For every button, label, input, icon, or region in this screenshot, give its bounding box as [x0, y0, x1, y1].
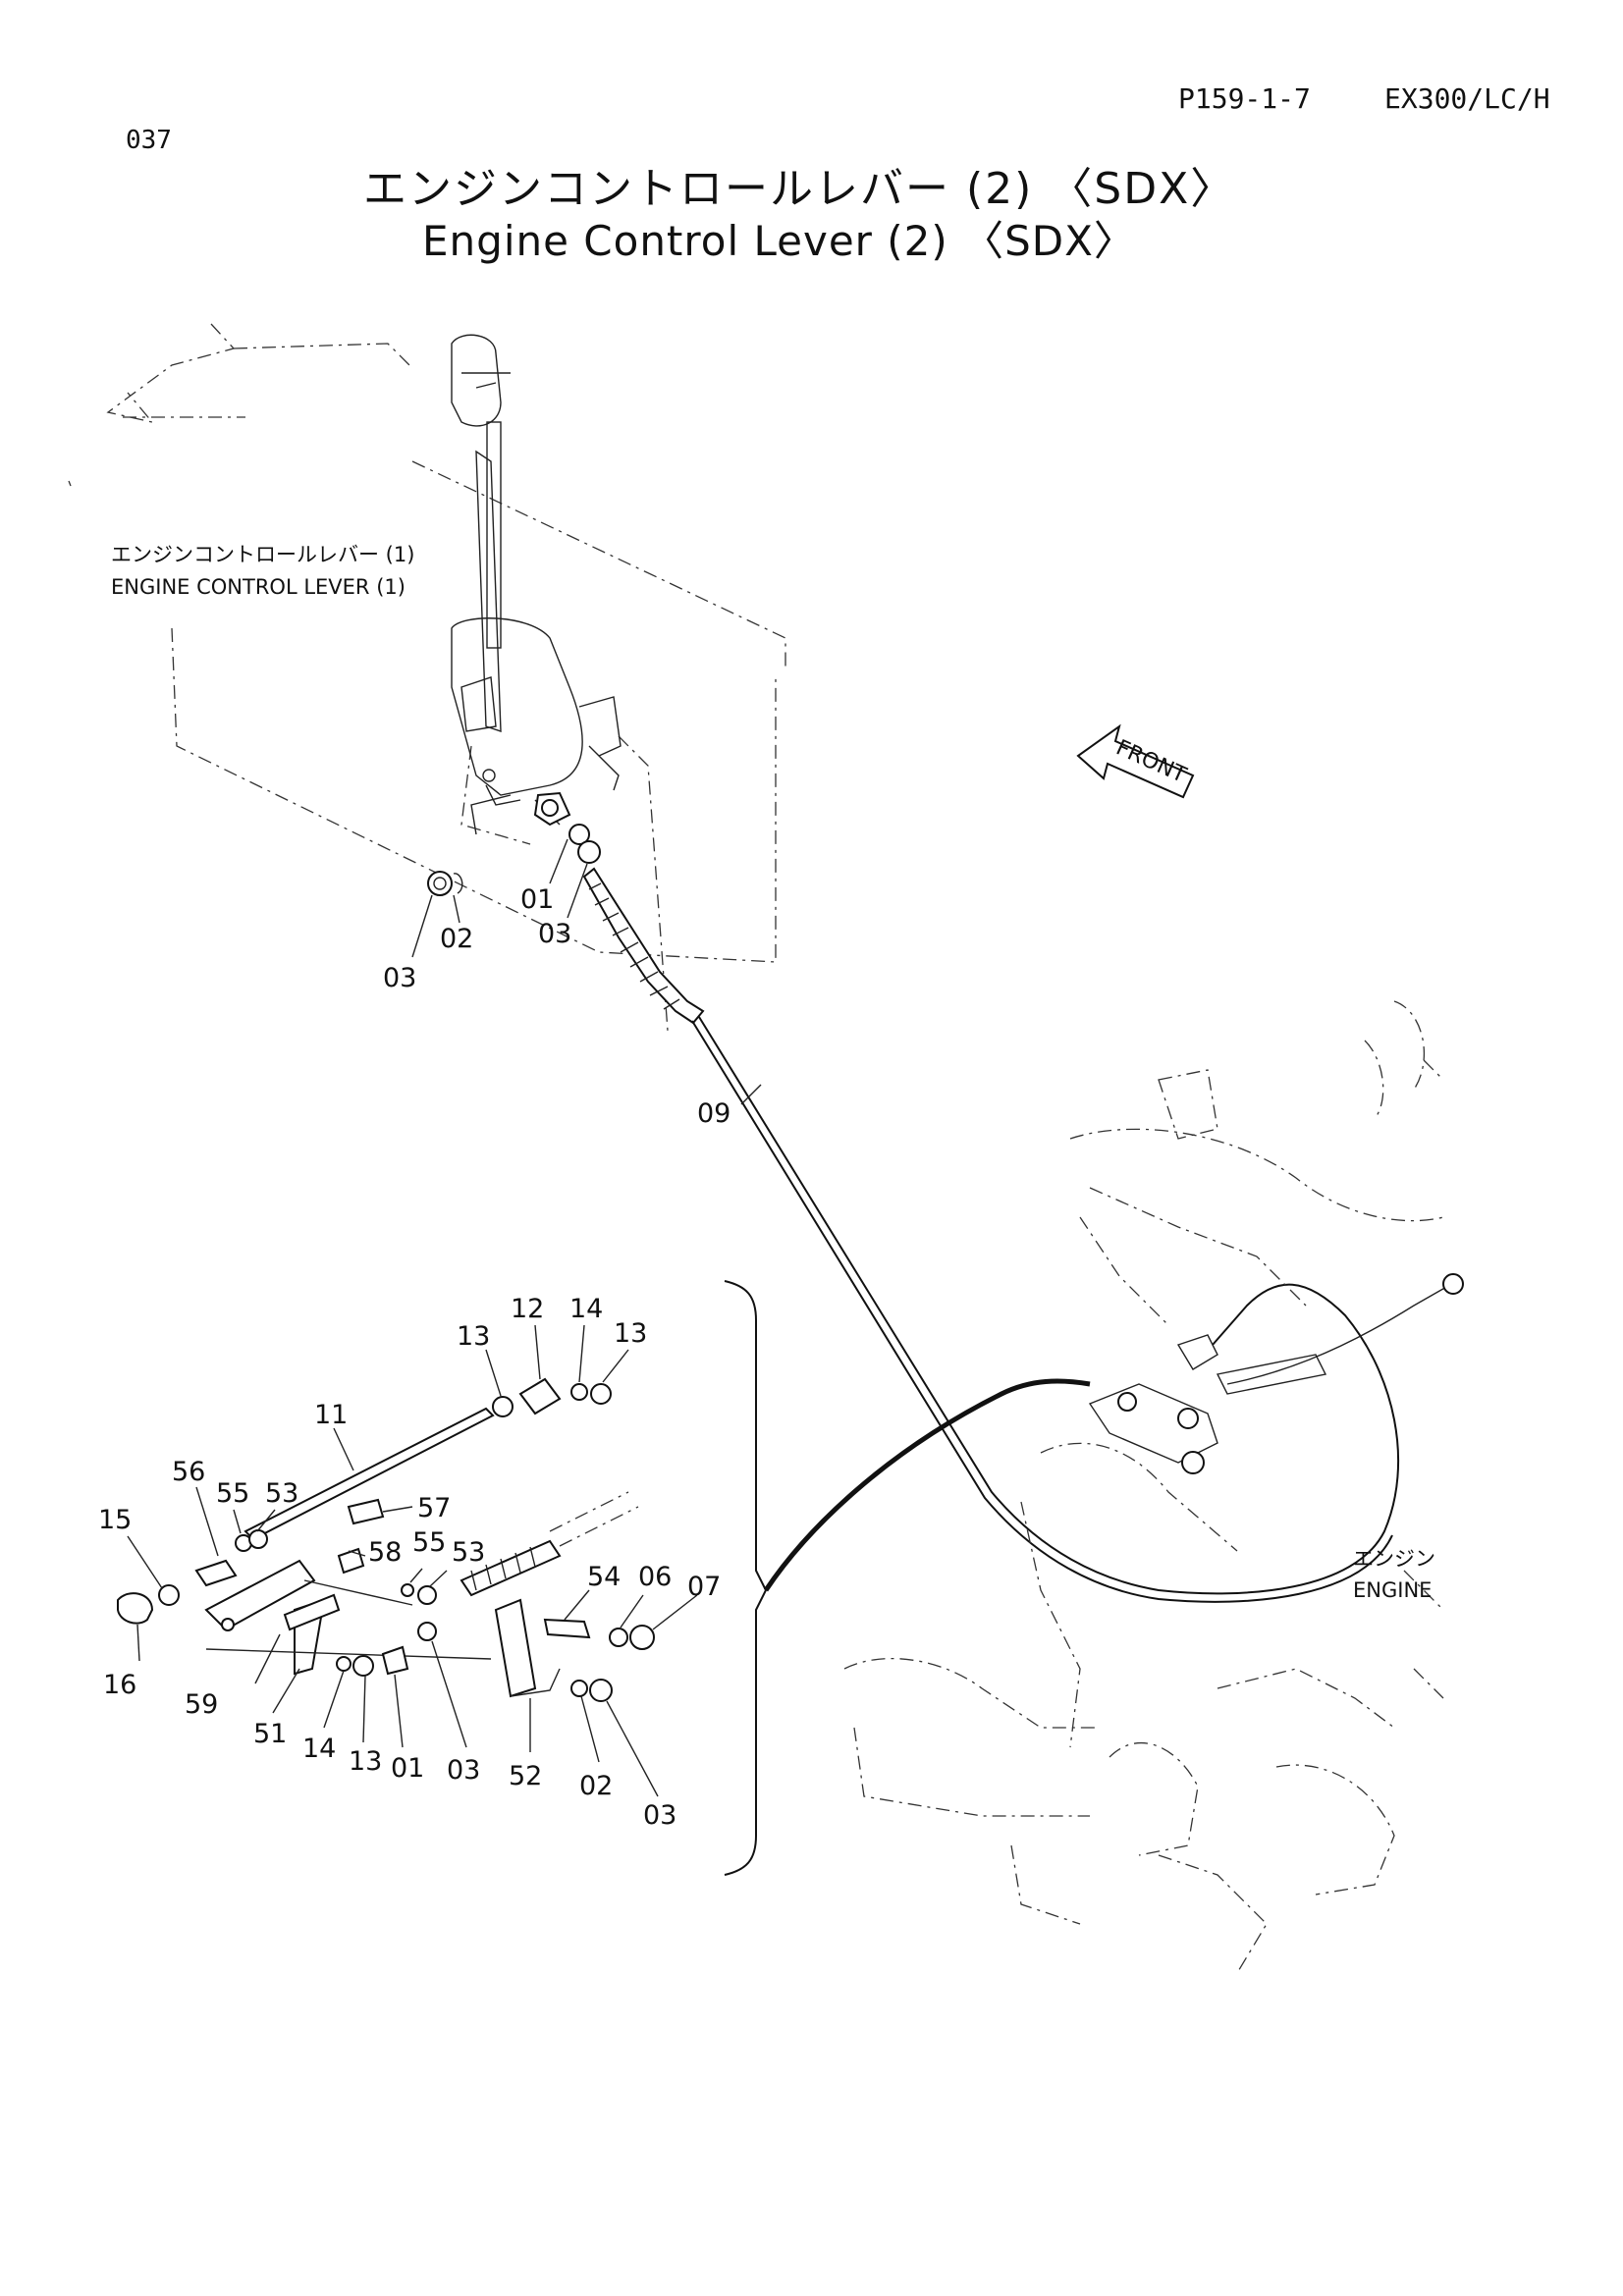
callout-03-right: 03	[538, 919, 571, 949]
callout-13-bottom: 13	[349, 1746, 382, 1777]
callout-03-detail-right: 03	[643, 1800, 676, 1831]
engine-drawing	[843, 1000, 1464, 1974]
callout-06: 06	[638, 1562, 672, 1592]
callout-53-mid: 53	[452, 1537, 485, 1568]
engine-ref-jp: エンジン	[1353, 1547, 1435, 1571]
callout-09: 09	[697, 1098, 730, 1129]
detail-parts-drawing	[117, 1377, 655, 1702]
page-code: P159-1-7	[1178, 82, 1311, 115]
callout-59: 59	[185, 1689, 218, 1720]
callout-15: 15	[98, 1505, 132, 1535]
callout-58: 58	[368, 1537, 402, 1568]
callout-52: 52	[509, 1761, 542, 1791]
callout-01-detail: 01	[391, 1753, 424, 1784]
callout-07: 07	[687, 1572, 721, 1602]
callout-03-left: 03	[383, 963, 416, 993]
callout-55-top: 55	[216, 1478, 249, 1509]
callout-02-detail: 02	[579, 1771, 613, 1801]
control-lever-ref-en: ENGINE CONTROL LEVER (1)	[111, 575, 406, 599]
detail-bracket	[724, 1280, 768, 1876]
callout-03-detail-left: 03	[447, 1755, 480, 1786]
callout-13-top: 13	[457, 1321, 490, 1352]
callout-01: 01	[520, 884, 554, 915]
model-code: EX300/LC/H	[1384, 82, 1550, 115]
page-title-english: Engine Control Lever (2) 〈SDX〉	[422, 217, 1136, 265]
upper-callouts: 01 02 03 03 09	[383, 838, 762, 1129]
control-cable	[582, 867, 1400, 1603]
front-direction-arrow: FRONT	[1076, 723, 1195, 799]
callout-02: 02	[440, 924, 473, 954]
callout-57: 57	[417, 1493, 451, 1523]
callout-54: 54	[587, 1562, 621, 1592]
callout-13-right: 13	[614, 1318, 647, 1349]
callout-14-bottom: 14	[302, 1734, 336, 1764]
page-title-japanese: エンジンコントロールレバー (2) 〈SDX〉	[363, 164, 1236, 214]
callout-14-top: 14	[569, 1294, 603, 1324]
page-number: 037	[126, 126, 172, 155]
callout-56: 56	[172, 1457, 205, 1487]
engine-ref-en: ENGINE	[1353, 1578, 1432, 1602]
control-lever-ref-jp: エンジンコントロールレバー (1)	[111, 543, 414, 566]
callout-12: 12	[511, 1294, 544, 1324]
callout-16: 16	[103, 1670, 136, 1700]
callout-51: 51	[253, 1719, 287, 1749]
callout-53-top: 53	[265, 1478, 298, 1509]
control-console-drawing	[68, 323, 786, 1032]
callout-55-mid: 55	[412, 1527, 446, 1558]
cable-end-fittings	[427, 791, 601, 896]
callout-11: 11	[314, 1400, 348, 1430]
detail-callouts: 13 12 14 13 11 56 55 53 57 58 55 53 15 5…	[98, 1294, 721, 1831]
